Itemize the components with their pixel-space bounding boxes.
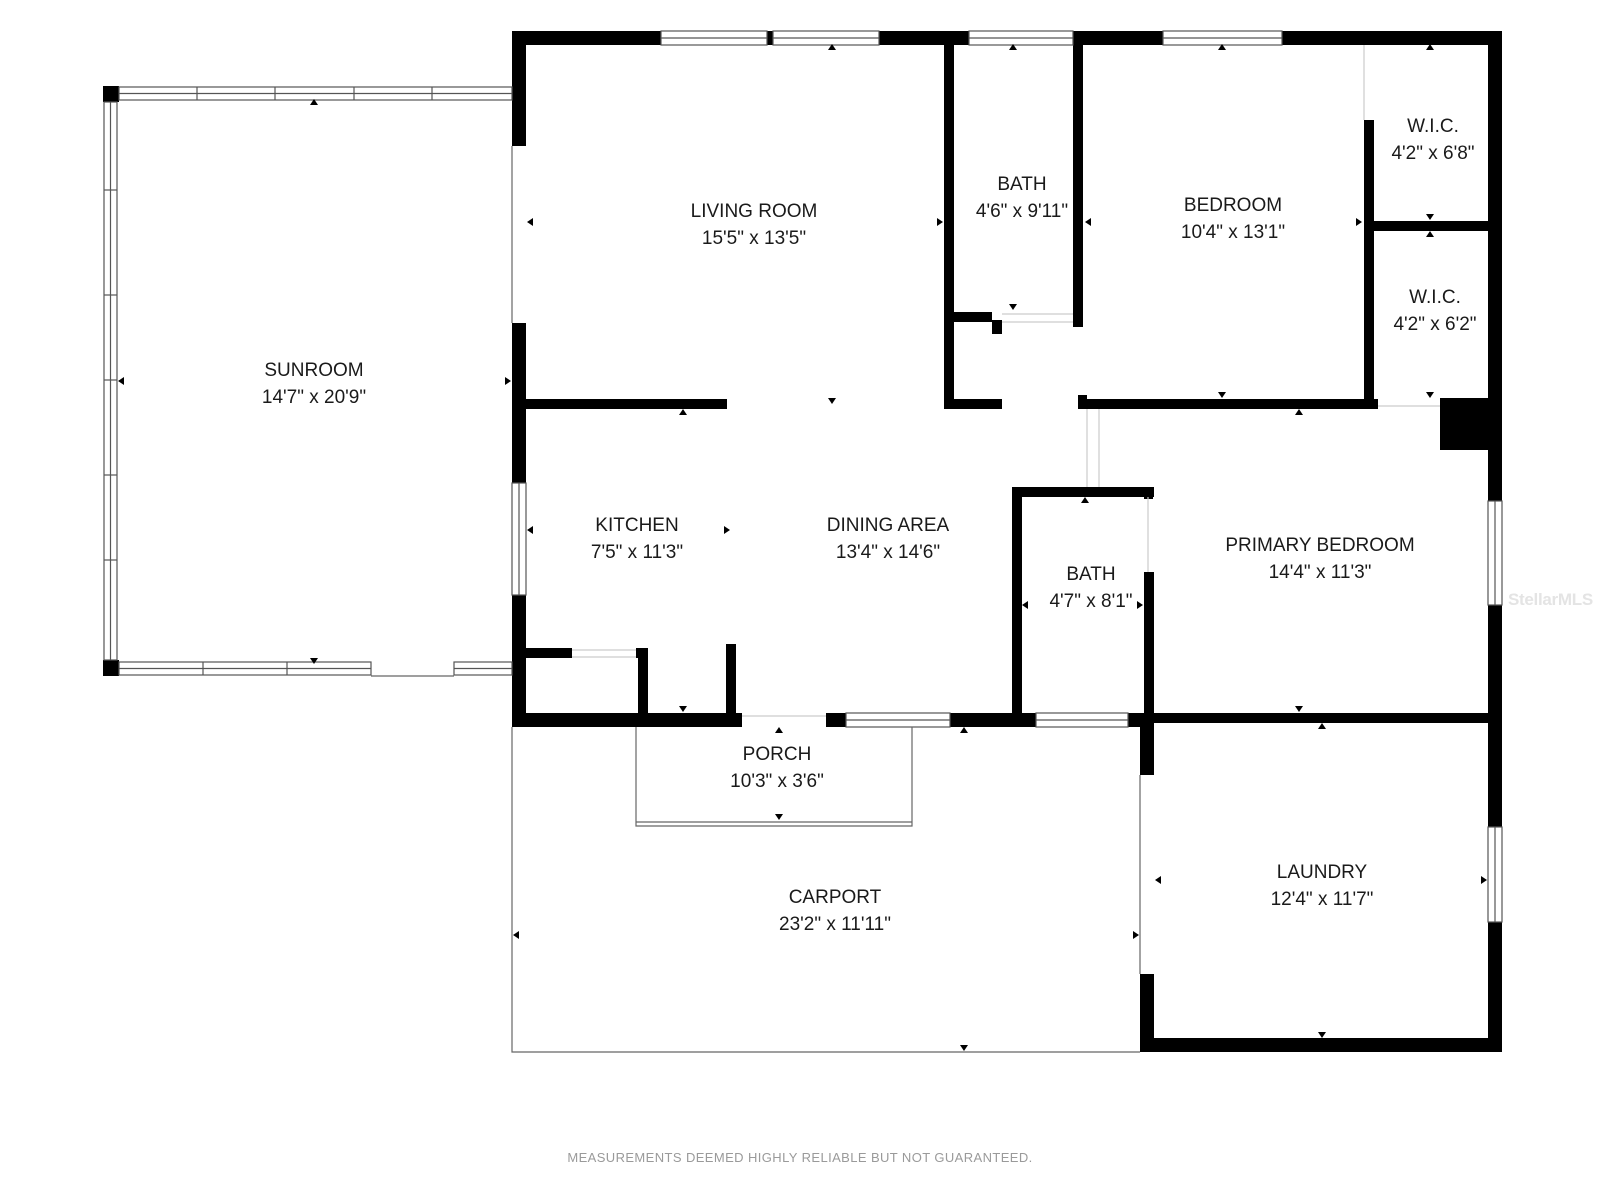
room-label-primary-bedroom: PRIMARY BEDROOM 14'4" x 11'3" — [1225, 532, 1414, 586]
thin-outlines — [371, 45, 1440, 1053]
room-dimensions: 12'4" x 11'7" — [1270, 889, 1374, 910]
room-label-wic-1: W.I.C. 4'2" x 6'8" — [1391, 113, 1474, 167]
room-label-bedroom: BEDROOM 10'4" x 13'1" — [1181, 192, 1285, 246]
room-label-porch: PORCH 10'3" x 3'6" — [730, 741, 824, 795]
room-label-dining-area: DINING AREA 13'4" x 14'6" — [827, 512, 949, 566]
room-name: BATH — [1066, 564, 1116, 585]
room-label-laundry: LAUNDRY 12'4" x 11'7" — [1271, 859, 1374, 913]
room-name: KITCHEN — [595, 515, 679, 536]
room-name: BATH — [997, 174, 1047, 195]
room-dimensions: 4'2" x 6'8" — [1391, 143, 1475, 164]
room-dimensions: 14'7" x 20'9" — [261, 387, 367, 408]
room-name: LIVING ROOM — [690, 201, 818, 222]
room-label-bath-1: BATH 4'6" x 9'11" — [976, 171, 1068, 225]
room-dimensions: 10'3" x 3'6" — [730, 771, 824, 792]
room-label-sunroom: SUNROOM 14'7" x 20'9" — [262, 357, 366, 411]
room-name: CARPORT — [788, 887, 882, 908]
walls — [103, 31, 1502, 1052]
room-name: PRIMARY BEDROOM — [1225, 535, 1415, 556]
room-dimensions: 13'4" x 14'6" — [835, 542, 941, 563]
room-label-living-room: LIVING ROOM 15'5" x 13'5" — [691, 198, 818, 252]
room-label-bath-2: BATH 4'7" x 8'1" — [1049, 561, 1132, 615]
room-name: LAUNDRY — [1276, 862, 1368, 883]
room-dimensions: 4'7" x 8'1" — [1049, 591, 1133, 612]
room-name: SUNROOM — [264, 360, 364, 381]
room-name: DINING AREA — [826, 515, 950, 536]
dimension-markers — [118, 44, 1487, 1051]
room-dimensions: 4'2" x 6'2" — [1393, 314, 1477, 335]
room-dimensions: 4'6" x 9'11" — [975, 201, 1069, 222]
room-dimensions: 7'5" x 11'3" — [590, 542, 684, 563]
room-label-carport: CARPORT 23'2" x 11'11" — [779, 884, 891, 938]
room-label-wic-2: W.I.C. 4'2" x 6'2" — [1393, 284, 1476, 338]
room-name: W.I.C. — [1407, 116, 1459, 137]
watermark-logo: StellarMLS — [1508, 590, 1593, 609]
windows — [103, 30, 1503, 923]
room-dimensions: 10'4" x 13'1" — [1180, 222, 1286, 243]
measurement-disclaimer: MEASUREMENTS DEEMED HIGHLY RELIABLE BUT … — [567, 1150, 1033, 1165]
room-name: PORCH — [742, 744, 812, 765]
room-dimensions: 23'2" x 11'11" — [779, 914, 891, 935]
room-name: BEDROOM — [1183, 195, 1283, 216]
room-dimensions: 15'5" x 13'5" — [701, 228, 807, 249]
room-dimensions: 14'4" x 11'3" — [1268, 562, 1372, 583]
room-label-kitchen: KITCHEN 7'5" x 11'3" — [591, 512, 683, 566]
room-name: W.I.C. — [1409, 287, 1461, 308]
